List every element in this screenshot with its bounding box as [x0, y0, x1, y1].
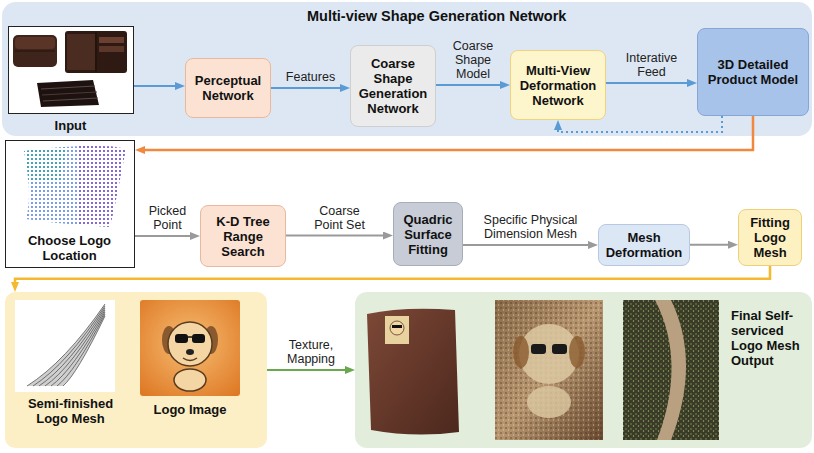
process-box: Mesh Deformation [598, 224, 690, 266]
node-label: Logo Image [140, 402, 240, 417]
node-label: Quadric Surface Fitting [398, 212, 458, 257]
node-label: Fitting Logo Mesh [743, 215, 797, 260]
image-box: Input [8, 26, 134, 114]
flow-arrow [140, 116, 753, 150]
flow-arrow [271, 87, 345, 89]
node-label: Input [9, 118, 132, 133]
edge-label: Coarse Point Set [310, 204, 370, 232]
edge-label: Coarse Shape Model [448, 39, 498, 81]
flow-arrow [267, 369, 350, 371]
process-box: Fitting Logo Mesh [738, 209, 802, 266]
flow-arrow [690, 244, 733, 246]
flow-arrow [134, 85, 180, 87]
flow-arrow [15, 266, 770, 288]
node-label: Perceptual Network [190, 73, 266, 103]
flow-arrow [463, 244, 593, 246]
flow-arrow [558, 116, 722, 132]
group-panel: Semi-finished Logo Mesh Logo Image [5, 292, 267, 448]
edge-label: Texture, Mapping [276, 338, 346, 366]
process-box: Quadric Surface Fitting [393, 202, 463, 266]
panel-title: Multi-view Shape Generation Network [307, 8, 566, 26]
edge-label: Interative Feed [612, 51, 692, 79]
flow-arrow [606, 82, 692, 84]
process-box: 3D Detailed Product Model [697, 28, 809, 116]
node-label: Semi-finished Logo Mesh [13, 396, 128, 426]
process-box: Perceptual Network [185, 58, 271, 118]
node-label: Final Self-serviced Logo Mesh Output [731, 308, 803, 368]
node-label: Mesh Deformation [603, 230, 685, 260]
node-label: Coarse Shape Generation Network [355, 56, 431, 116]
process-box: Coarse Shape Generation Network [350, 45, 436, 127]
process-box: K-D Tree Range Search [200, 205, 286, 267]
edge-label: Features [276, 70, 346, 84]
node-label: K-D Tree Range Search [205, 214, 281, 259]
node-label: Choose Logo Location [12, 233, 127, 263]
node-label: 3D Detailed Product Model [702, 57, 804, 87]
image-box: Choose Logo Location [5, 140, 135, 268]
process-box: Multi-View Deformation Network [510, 50, 606, 120]
edge-label: Picked Point [140, 204, 195, 232]
flow-arrow [135, 235, 195, 237]
flow-arrow [286, 235, 388, 237]
edge-label: Specific Physical Dimension Mesh [471, 213, 591, 241]
group-panel: Final Self-serviced Logo Mesh Output [355, 292, 812, 448]
group-panel: InputPerceptual NetworkCoarse Shape Gene… [2, 2, 812, 136]
flow-arrow [436, 84, 505, 86]
wallet-photos [9, 27, 132, 112]
node-label: Multi-View Deformation Network [515, 63, 601, 108]
